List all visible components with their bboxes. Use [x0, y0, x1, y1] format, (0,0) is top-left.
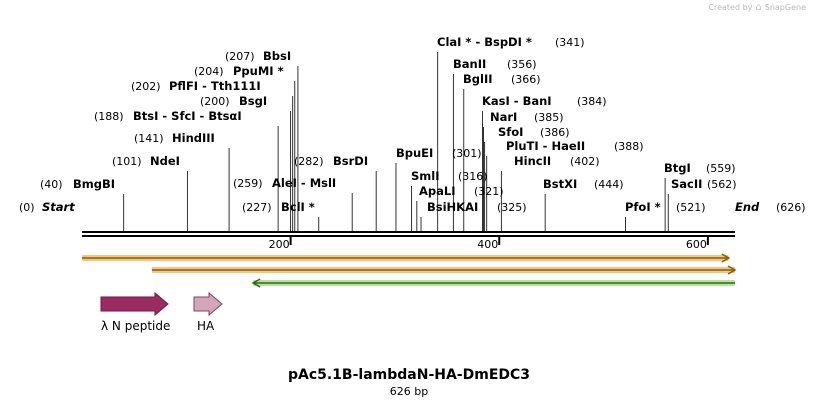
- ruler-label-400: 400: [477, 238, 498, 251]
- site-position-sfoi: (386): [540, 126, 570, 139]
- site-name-bcli[interactable]: BclI *: [281, 200, 315, 214]
- site-position-banii: (356): [507, 58, 537, 71]
- site-position-pfoi: (521): [676, 201, 706, 214]
- site-position-apali: (321): [474, 185, 504, 198]
- site-position-sacii: (562): [707, 178, 737, 191]
- site-position-end: (626): [776, 201, 806, 214]
- snapgene-credit: Created by ⌂ SnapGene: [708, 2, 806, 13]
- site-position-btgi: (559): [706, 162, 736, 175]
- site-position-btsi-sfci-bts-i: (188): [94, 110, 124, 123]
- site-name-hincii[interactable]: HincII: [514, 154, 551, 168]
- site-name-bsgi[interactable]: BsgI: [239, 94, 267, 108]
- site-name-kasi-bani[interactable]: KasI - BanI: [482, 94, 552, 108]
- site-position-hindiii: (141): [134, 132, 164, 145]
- feature-track-2[interactable]: [151, 265, 737, 275]
- ruler-label-600: 600: [686, 238, 707, 251]
- site-name-end[interactable]: End: [735, 200, 760, 214]
- site-position-bsgi: (200): [200, 95, 230, 108]
- site-name-ndei[interactable]: NdeI: [150, 154, 180, 168]
- site-name-btgi[interactable]: BtgI: [664, 161, 691, 175]
- site-name-bstxi[interactable]: BstXI: [543, 177, 577, 191]
- sequence-name: pAc5.1B-lambdaN-HA-DmEDC3: [287, 367, 531, 383]
- site-name-bsihkai[interactable]: BsiHKAI: [427, 200, 478, 214]
- feature-ha[interactable]: HA: [193, 291, 223, 333]
- site-position-start: (0): [19, 201, 35, 214]
- site-position-nari: (385): [534, 111, 564, 124]
- site-position-bsrdi: (282): [294, 155, 324, 168]
- site-name-hindiii[interactable]: HindIII: [172, 131, 215, 145]
- feature-n-peptide[interactable]: λ N peptide: [100, 291, 170, 333]
- site-name-bbsi[interactable]: BbsI: [263, 49, 291, 63]
- site-name-bsrdi[interactable]: BsrDI: [333, 154, 368, 168]
- feature-label-n-peptide: λ N peptide: [101, 319, 170, 333]
- site-labels: (0) Start (40) BmgBI (101) NdeI (141) HindIII (1…: [19, 35, 806, 214]
- site-name-pflfi-tth111i[interactable]: PflFI - Tth111I: [169, 79, 261, 93]
- feature-track-3[interactable]: [251, 278, 735, 288]
- site-position-smli: (316): [458, 170, 488, 183]
- feature-track-1[interactable]: [82, 253, 731, 263]
- site-name-start[interactable]: Start: [42, 200, 75, 214]
- site-position-ndei: (101): [112, 155, 142, 168]
- site-lines: [123, 52, 669, 232]
- site-name-alei-msli[interactable]: AleI - MslI: [272, 176, 336, 190]
- site-position-bmgbi: (40): [40, 178, 63, 191]
- site-position-pflfi-tth111i: (202): [131, 80, 161, 93]
- credit-prefix: Created by: [708, 3, 753, 12]
- feature-arrows: λ N peptide HA: [100, 291, 223, 333]
- feature-label-ha: HA: [197, 319, 215, 333]
- site-position-alei-msli: (259): [233, 177, 263, 190]
- site-position-hincii: (402): [570, 155, 600, 168]
- site-position-pluti-haeii: (388): [614, 140, 644, 153]
- site-position-bglii: (366): [511, 73, 541, 86]
- ruler-label-200: 200: [269, 238, 290, 251]
- ruler: 200 400 600: [269, 236, 709, 251]
- site-position-bsihkai: (325): [497, 201, 527, 214]
- site-name-sfoi[interactable]: SfoI: [498, 125, 523, 139]
- site-position-bpuei: (301): [452, 147, 482, 160]
- site-position-bbsi: (207): [225, 50, 255, 63]
- site-name-bpuei[interactable]: BpuEI: [396, 146, 433, 160]
- site-name-sacii[interactable]: SacII: [671, 177, 702, 191]
- site-name-pfoi[interactable]: PfoI *: [625, 200, 661, 214]
- snapgene-logo-icon: ⌂: [755, 2, 762, 13]
- site-name-nari[interactable]: NarI: [490, 110, 517, 124]
- site-position-kasi-bani: (384): [577, 95, 607, 108]
- sequence-backbone: [82, 231, 735, 237]
- site-name-clai-bspdi[interactable]: ClaI * - BspDI *: [437, 35, 532, 49]
- site-name-banii[interactable]: BanII: [453, 57, 486, 71]
- credit-brand: SnapGene: [764, 3, 806, 12]
- site-position-bstxi: (444): [594, 178, 624, 191]
- site-position-clai-bspdi: (341): [555, 36, 585, 49]
- site-name-btsi-sfci-bts-i[interactable]: BtsI - SfcI - BtsαI: [133, 109, 242, 123]
- site-name-ppumi[interactable]: PpuMI *: [233, 64, 284, 78]
- feature-tracks: [82, 253, 737, 288]
- site-name-bglii[interactable]: BglII: [463, 72, 493, 86]
- sequence-length: 626 bp: [389, 385, 429, 398]
- site-name-pluti-haeii[interactable]: PluTI - HaeII: [506, 139, 585, 153]
- site-position-bcli: (227): [242, 201, 272, 214]
- site-name-apali[interactable]: ApaLI: [419, 184, 456, 198]
- site-position-ppumi: (204): [194, 65, 224, 78]
- site-name-bmgbi[interactable]: BmgBI: [73, 177, 115, 191]
- site-name-smli[interactable]: SmlI: [411, 169, 440, 183]
